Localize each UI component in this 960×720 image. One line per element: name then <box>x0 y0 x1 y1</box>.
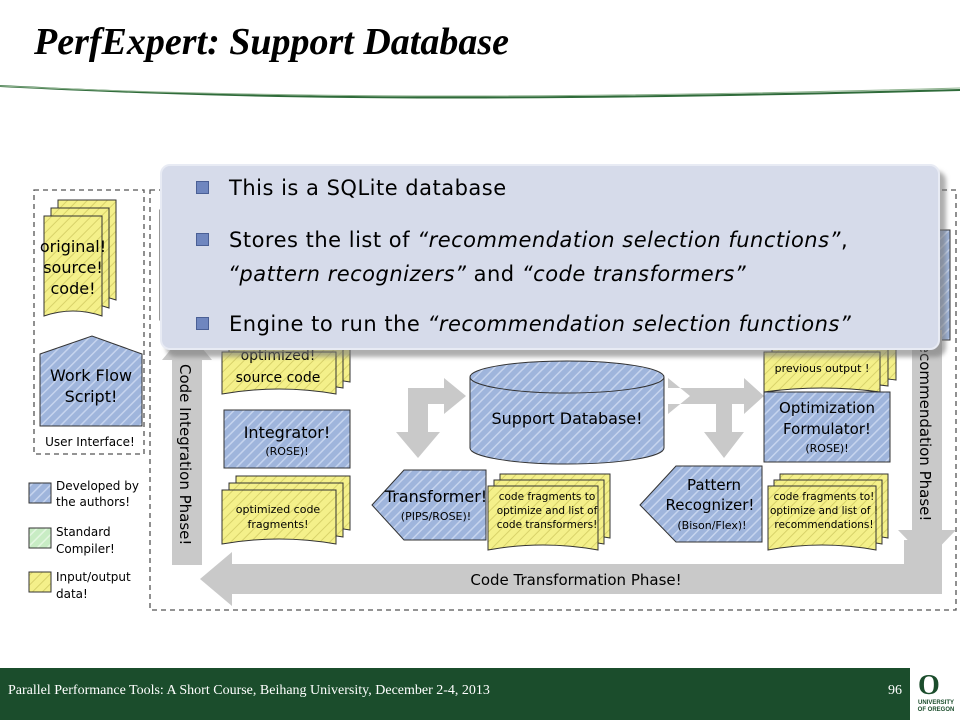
optimized-source-line-1: optimized! <box>241 348 316 364</box>
original-source-line-2: source! <box>43 258 103 277</box>
bullet-engine: Engine to run the “recommendation select… <box>196 312 851 336</box>
bullet-square-icon <box>196 181 209 194</box>
legend-developed-line-2: the authors! <box>56 495 130 509</box>
optimized-fragments-line-2: fragments! <box>247 518 308 531</box>
footer-bar <box>0 668 910 720</box>
legend-data-line-1: Input/output <box>56 570 131 584</box>
integrator-tool: (ROSE)! <box>265 445 308 458</box>
bullet-2-cont-c: “code transformers” <box>521 262 747 286</box>
legend-compiler-line-2: Compiler! <box>56 542 115 556</box>
bullet-2-text-b: “recommendation selection functions” <box>417 228 841 252</box>
pattern-recognizer-box: Pattern Recognizer! (Bison/Flex)! <box>639 465 763 543</box>
support-database-cylinder: Support Database! <box>469 360 665 465</box>
bullet-sqlite: This is a SQLite database <box>196 176 507 200</box>
transformer-name: Transformer! <box>384 487 487 506</box>
bullet-2-cont-a: “pattern recognizers” <box>228 262 467 286</box>
optimized-source-stack: optimized! source code <box>221 339 351 395</box>
arrow-db-to-recognizer <box>668 378 764 458</box>
optimization-formulator-line-1: Optimization <box>779 399 875 417</box>
integrator-box: Integrator! (ROSE)! <box>223 409 351 469</box>
transformer-box: Transformer! (PIPS/ROSE)! <box>371 469 487 541</box>
arrow-db-to-transformer <box>396 378 466 458</box>
optimization-formulator-line-2: Formulator! <box>783 420 871 438</box>
transformer-output-stack: code fragments to optimize and list of c… <box>487 473 611 551</box>
transformer-output-line-2: optimize and list of <box>497 505 598 517</box>
bullet-1-text: This is a SQLite database <box>229 176 507 200</box>
bullet-3-text-b: “recommendation selection functions” <box>427 312 852 336</box>
bullet-2-cont-b: and <box>466 262 522 286</box>
logo-o-mark: O <box>918 670 940 701</box>
recommendation-phase-label: Recommendation Phase! <box>916 334 934 521</box>
recommendation-phase-arrow: Recommendation Phase! <box>898 330 956 560</box>
workflow-script: Work Flow Script! <box>39 335 143 427</box>
pattern-recognizer-line-1: Pattern <box>687 476 741 494</box>
title-underline-accent <box>0 85 960 97</box>
original-source-line-1: original! <box>40 237 106 256</box>
legend-swatch-compiler <box>28 527 52 549</box>
legend-swatch-developed <box>28 482 52 504</box>
code-transformation-phase-label: Code Transformation Phase! <box>470 571 681 589</box>
code-integration-phase-label: Code Integration Phase! <box>176 364 194 545</box>
recognizer-output-line-2: optimize and list of ! <box>770 505 878 517</box>
bullet-2-text-c: , <box>840 228 849 252</box>
code-integration-phase-arrow: Code Integration Phase! <box>162 330 212 565</box>
slide-title: PerfExpert: Support Database <box>34 21 509 63</box>
optimization-formulator-tool: (ROSE)! <box>805 442 848 455</box>
integrator-name: Integrator! <box>244 423 331 442</box>
logo-text-line-2: OF OREGON <box>917 707 955 713</box>
legend: Developed by the authors! Standard Compi… <box>28 479 139 601</box>
callout-box <box>160 164 940 350</box>
optimized-fragments-stack: optimized code fragments! <box>221 475 351 545</box>
bullet-stores-list: Stores the list of “recommendation selec… <box>196 228 848 252</box>
bullet-stores-list-continuation: “pattern recognizers” and “code transfor… <box>228 262 746 286</box>
original-source-line-3: code! <box>51 279 96 298</box>
bullet-3-text-a: Engine to run the <box>229 312 428 336</box>
transformer-output-line-3: code transformers! <box>497 519 598 531</box>
bullet-2-text-a: Stores the list of <box>229 228 418 252</box>
recognizer-output-stack: code fragments to! optimize and list of … <box>767 473 889 551</box>
optimized-fragments-line-1: optimized code <box>236 503 321 516</box>
optimization-formulator-box: Optimization Formulator! (ROSE)! <box>763 391 891 463</box>
previous-output-stack: previous output ! <box>763 339 897 393</box>
transformer-tool: (PIPS/ROSE)! <box>401 510 471 523</box>
user-interface-label: User Interface! <box>45 435 135 449</box>
footer-text: Parallel Performance Tools: A Short Cour… <box>8 683 490 698</box>
pattern-recognizer-line-2: Recognizer! <box>666 496 755 514</box>
code-transformation-phase-arrow: Code Transformation Phase! <box>200 540 942 606</box>
workflow-script-line-2: Script! <box>65 387 118 406</box>
previous-output-label: previous output ! <box>775 362 870 375</box>
support-database-label: Support Database! <box>491 409 642 428</box>
bullet-square-icon <box>196 233 209 246</box>
legend-compiler-line-1: Standard <box>56 525 111 539</box>
recognizer-output-line-1: code fragments to! <box>774 491 875 503</box>
legend-developed-line-1: Developed by <box>56 479 139 493</box>
transformer-output-line-1: code fragments to <box>499 491 596 503</box>
legend-swatch-data <box>28 571 52 593</box>
optimized-source-line-2: source code <box>236 370 321 386</box>
university-logo <box>910 668 960 720</box>
workflow-script-line-1: Work Flow <box>50 366 132 385</box>
recognizer-output-line-3: recommendations! <box>774 519 873 531</box>
page-number: 96 <box>888 683 902 698</box>
bullet-square-icon <box>196 317 209 330</box>
perfexpert-frame <box>149 189 957 611</box>
logo-text-line-1: UNIVERSITY <box>917 700 954 706</box>
pattern-recognizer-tool: (Bison/Flex)! <box>677 519 746 532</box>
user-interface-frame <box>33 189 145 455</box>
legend-data-line-2: data! <box>56 587 88 601</box>
original-source-stack: original! source! code! <box>40 199 117 317</box>
